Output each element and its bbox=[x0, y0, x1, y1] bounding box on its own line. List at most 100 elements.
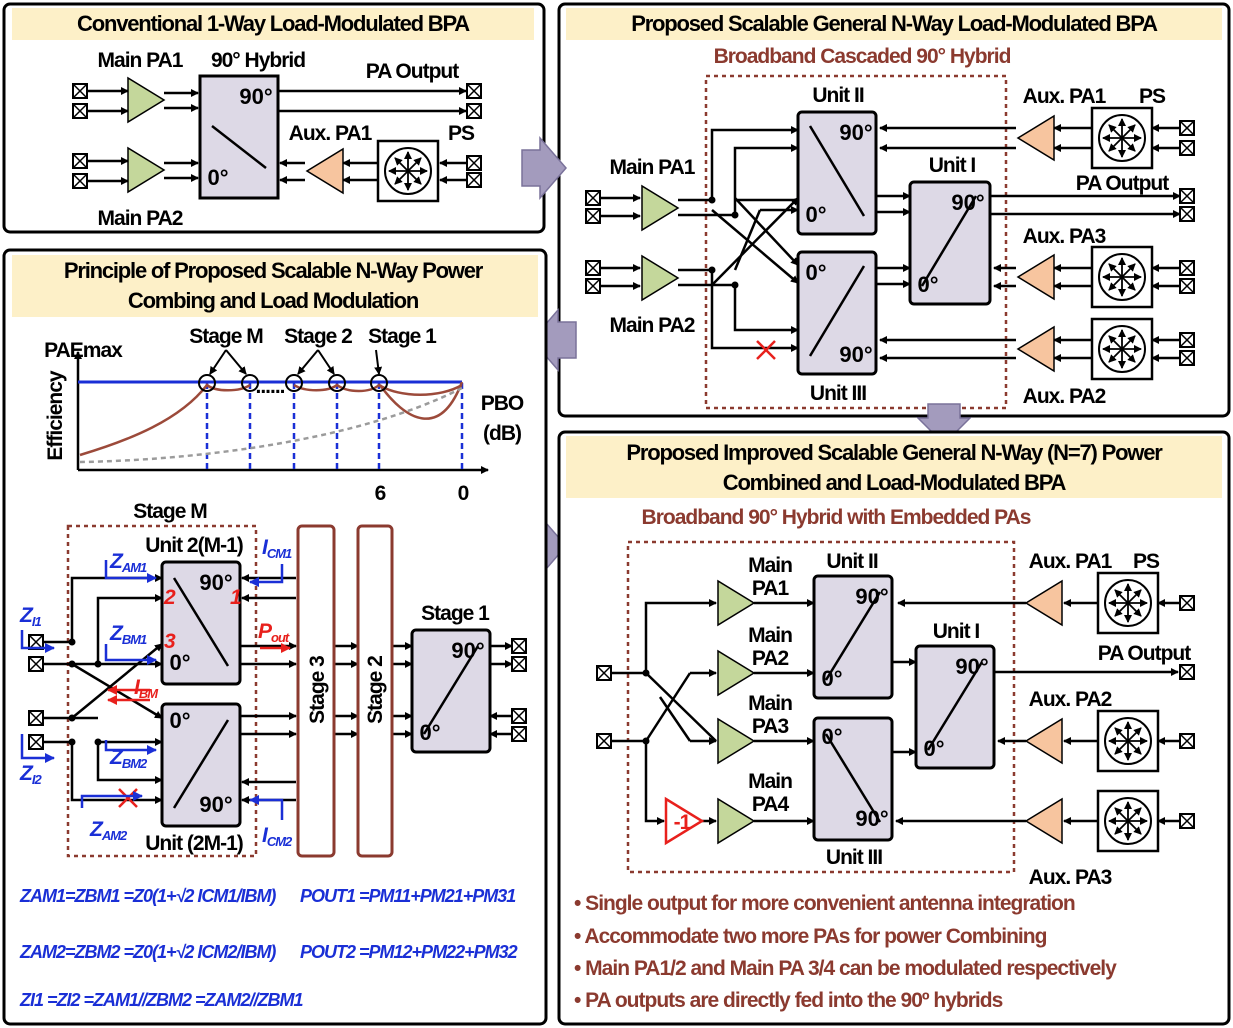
unit-top-label: Unit 2(M-1) bbox=[145, 534, 243, 557]
stage-m-region bbox=[66, 524, 258, 858]
deg-90: 90° bbox=[239, 84, 272, 109]
unit-i-label: Unit I bbox=[929, 154, 976, 177]
stage-2v-label: Stage 2 bbox=[364, 656, 387, 724]
y-axis-label: Efficiency bbox=[44, 370, 67, 461]
proposed-subtitle: Broadband Cascaded 90° Hybrid bbox=[714, 45, 1011, 68]
panel-improved: Proposed Improved Scalable General N-Way… bbox=[557, 430, 1231, 1026]
prop-aux-pa1-label: Aux. PA1 bbox=[1023, 85, 1107, 108]
deg-0: 0° bbox=[821, 666, 842, 691]
deg-0: 0° bbox=[207, 165, 228, 190]
stage-3-box bbox=[296, 524, 336, 858]
port-icon bbox=[28, 710, 44, 726]
unit-ii-label: Unit II bbox=[812, 84, 863, 107]
port-icon bbox=[466, 155, 482, 171]
stage-m-box-label: Stage M bbox=[133, 500, 207, 523]
phase-shifter-icon bbox=[1092, 319, 1152, 379]
deg-0: 0° bbox=[805, 202, 826, 227]
dashed-hybrid-region bbox=[626, 540, 1016, 874]
unit-i-label: Unit I bbox=[933, 620, 980, 643]
deg-90: 90° bbox=[855, 584, 888, 609]
conv-ps-label: PS bbox=[448, 122, 475, 145]
stage-2-box bbox=[356, 524, 394, 858]
port-icon bbox=[72, 83, 88, 99]
port-icon bbox=[1179, 140, 1195, 156]
phase-shifter-icon bbox=[378, 141, 438, 201]
port-icon bbox=[1179, 595, 1195, 611]
equation-zam2: ZAM2=ZBM2 =Z0(1+√2 ICM2/IBM) bbox=[19, 942, 276, 962]
bullet-1: • Single output for more convenient ante… bbox=[574, 892, 1075, 915]
stage-markers bbox=[205, 383, 464, 470]
equation-zi: ZI1 =ZI2 =ZAM1//ZBM2 =ZAM2//ZBM1 bbox=[19, 990, 304, 1010]
port-icon bbox=[466, 103, 482, 119]
prop-wires bbox=[600, 124, 1181, 362]
improved-title-2: Combined and Load-Modulated BPA bbox=[723, 470, 1067, 495]
tick-0: 0 bbox=[458, 482, 469, 505]
panel-proposed: Proposed Scalable General N-Way Load-Mod… bbox=[557, 2, 1231, 418]
prop-ps-label: PS bbox=[1139, 85, 1166, 108]
port-icon bbox=[1179, 188, 1195, 204]
conv-main-pa1-label: Main PA1 bbox=[98, 49, 184, 72]
bullet-2: • Accommodate two more PAs for power Com… bbox=[574, 925, 1047, 948]
stage-m-label: Stage M bbox=[189, 325, 263, 348]
stage-1-label: Stage 1 bbox=[368, 325, 437, 348]
port-icon bbox=[28, 656, 44, 672]
port-2-label: 2 bbox=[163, 586, 176, 609]
port-icon bbox=[72, 173, 88, 189]
port-icon bbox=[1179, 332, 1195, 348]
panel-conventional: Conventional 1-Way Load-Modulated BPA Ma… bbox=[2, 2, 546, 234]
phase-shifter-icon bbox=[1092, 247, 1152, 307]
port-icon bbox=[1179, 278, 1195, 294]
port-icon bbox=[585, 278, 601, 294]
equation-pout2: POUT2 =PM12+PM22+PM32 bbox=[300, 942, 518, 962]
pa4-label: PA4 bbox=[752, 793, 790, 816]
prop-main-pa1-label: Main PA1 bbox=[610, 156, 696, 179]
dots-label: ...... bbox=[255, 375, 284, 398]
stage-1b-label: Stage 1 bbox=[421, 602, 490, 625]
port-icon bbox=[511, 638, 527, 654]
zbm2-label: ZBM2 bbox=[109, 746, 148, 771]
deg-0: 0° bbox=[169, 708, 190, 733]
phase-shifter-icon bbox=[1098, 791, 1158, 851]
inverter-label: -1 bbox=[674, 811, 692, 834]
phase-shifter-icon bbox=[1098, 573, 1158, 633]
inverter-icon bbox=[664, 796, 705, 846]
proposed-title: Proposed Scalable General N-Way Load-Mod… bbox=[631, 11, 1158, 36]
tick-6: 6 bbox=[375, 482, 386, 505]
peak-circles bbox=[198, 374, 388, 392]
port-1-label: 1 bbox=[230, 586, 241, 609]
imp-ps-label: PS bbox=[1133, 550, 1160, 573]
main-label: Main bbox=[748, 692, 792, 715]
imp-aux-pa3-label: Aux. PA3 bbox=[1029, 866, 1112, 889]
imp-aux-pa1-label: Aux. PA1 bbox=[1029, 550, 1113, 573]
port-icon bbox=[466, 172, 482, 188]
port-icon bbox=[585, 190, 601, 206]
improved-wires bbox=[612, 599, 1180, 825]
prop-aux-pa3-label: Aux. PA3 bbox=[1023, 225, 1106, 248]
current-arrows bbox=[107, 643, 291, 705]
pa3-label: PA3 bbox=[752, 715, 789, 738]
ibm-label: IBM bbox=[134, 676, 159, 701]
port-icon bbox=[596, 665, 612, 681]
junction-dots bbox=[642, 669, 650, 745]
junction-dots bbox=[708, 196, 739, 289]
junction-dots bbox=[68, 638, 102, 746]
conv-wires bbox=[88, 87, 467, 185]
port-icon bbox=[1179, 260, 1195, 276]
port-icon bbox=[72, 103, 88, 119]
conv-pa-output-label: PA Output bbox=[366, 60, 459, 83]
port-icon bbox=[596, 733, 612, 749]
pa2-label: PA2 bbox=[752, 647, 789, 670]
deg-0: 0° bbox=[169, 650, 190, 675]
port-icon bbox=[1179, 813, 1195, 829]
principle-title-2: Combing and Load Modulation bbox=[128, 288, 419, 313]
panel-principle: Principle of Proposed Scalable N-Way Pow… bbox=[2, 248, 548, 1026]
equation-zam1: ZAM1=ZBM1 =Z0(1+√2 ICM1/IBM) bbox=[19, 886, 276, 906]
deg-90: 90° bbox=[199, 792, 232, 817]
imp-pa-output-label: PA Output bbox=[1098, 642, 1191, 665]
deg-90: 90° bbox=[855, 806, 888, 831]
deg-90: 90° bbox=[839, 120, 872, 145]
zi1-label: ZI1 bbox=[19, 604, 41, 629]
port-icon bbox=[1179, 350, 1195, 366]
prop-aux-pa2-label: Aux. PA2 bbox=[1023, 385, 1106, 408]
port-icon bbox=[72, 153, 88, 169]
